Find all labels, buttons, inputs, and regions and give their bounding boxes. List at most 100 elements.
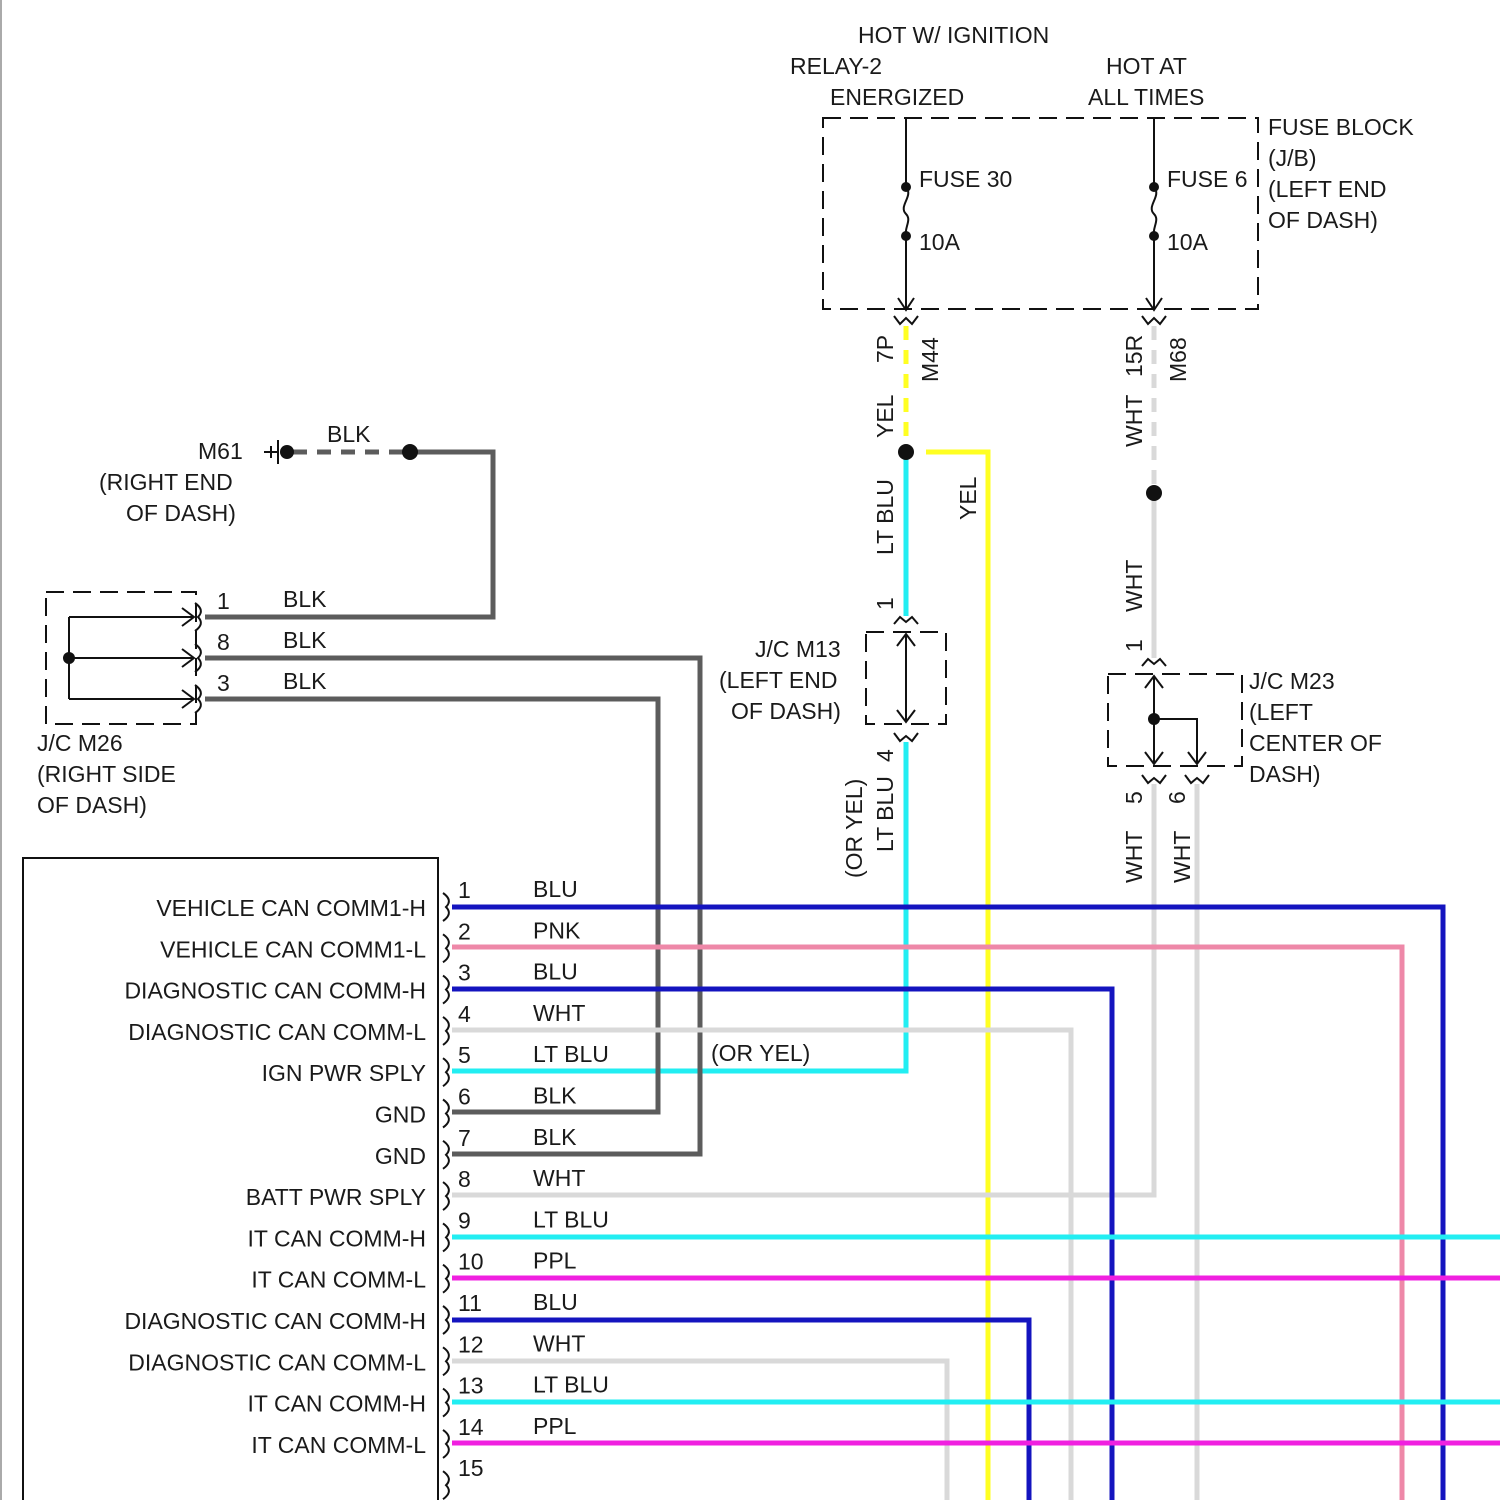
pin-function-label: VEHICLE CAN COMM1-L <box>160 936 426 962</box>
pin-wire-color: PPL <box>533 1248 577 1274</box>
jc-m26-wire-1: BLK <box>283 586 327 612</box>
pin-connector-mark <box>443 1141 449 1169</box>
wire-label-wht-6: WHT <box>1169 831 1195 883</box>
jc-m26-pin-1: 1 <box>217 588 230 614</box>
pin-connector-mark <box>443 1223 449 1251</box>
jc-m23-label-2: (LEFT <box>1249 699 1313 725</box>
pin-connector-mark <box>443 934 449 962</box>
jc-m13: 1 4 J/C M13 (LEFT END OF DASH) <box>719 597 946 762</box>
module-pin-9: 9IT CAN COMM-HLT BLU <box>248 1206 609 1251</box>
wire-pin-12 <box>452 1361 947 1500</box>
pin-function-label: DIAGNOSTIC CAN COMM-L <box>128 1349 426 1375</box>
jc-m13-pin-in: 1 <box>872 597 898 610</box>
jc-m26-wire-3: BLK <box>283 668 327 694</box>
fuse-30-rating: 10A <box>919 229 961 255</box>
jc-m23-pin-6: 6 <box>1164 791 1190 804</box>
connector-15r-chevron <box>1142 316 1166 324</box>
pin-function-label: IT CAN COMM-L <box>251 1432 426 1458</box>
jc-m26-pin-8: 8 <box>217 629 230 655</box>
pin-number: 14 <box>458 1414 484 1440</box>
pin-connector-mark <box>443 1389 449 1417</box>
pin-wire-color: LT BLU <box>533 1041 609 1067</box>
pin-function-label: IGN PWR SPLY <box>262 1060 426 1086</box>
jc-m26-pin-3: 3 <box>217 670 230 696</box>
jc-m13-label-3: OF DASH) <box>731 698 841 724</box>
or-yel-note: (OR YEL) <box>711 1040 810 1066</box>
pin-number: 11 <box>458 1290 482 1316</box>
connector-m44-label: M44 <box>917 337 943 382</box>
hot-all-label-1: HOT AT <box>1106 53 1187 79</box>
pin-wire-color: PNK <box>533 917 581 943</box>
pin-connector-mark <box>443 1017 449 1045</box>
wire-label-wht-top: WHT <box>1121 395 1147 447</box>
connector-15r-label: 15R <box>1121 335 1147 377</box>
fuse-block-label-4: OF DASH) <box>1268 207 1378 233</box>
pin-function-label: BATT PWR SPLY <box>246 1184 426 1210</box>
jc-m23-label-3: CENTER OF <box>1249 730 1382 756</box>
pin-function-label: GND <box>375 1102 426 1128</box>
jc-m26-label-1: J/C M26 <box>37 730 123 756</box>
pin-number: 5 <box>458 1042 471 1068</box>
pin-function-label: DIAGNOSTIC CAN COMM-H <box>124 1308 426 1334</box>
pin-connector-mark <box>443 1100 449 1128</box>
module-pin-2: 2VEHICLE CAN COMM1-L PNK <box>160 917 581 962</box>
connector-m68-label: M68 <box>1165 337 1191 382</box>
splice-gnd <box>402 444 418 460</box>
pin-number: 9 <box>458 1207 471 1233</box>
pin-connector-mark <box>443 1471 449 1499</box>
pin-number: 15 <box>458 1455 484 1481</box>
pin-function-label: DIAGNOSTIC CAN COMM-H <box>124 978 426 1004</box>
jc-m26-label-3: OF DASH) <box>37 792 147 818</box>
jc-m23-pin-in: 1 <box>1121 639 1147 652</box>
fuse-block-label-2: (J/B) <box>1268 145 1317 171</box>
jc-m13-label-2: (LEFT END <box>719 667 837 693</box>
pin-connector-mark <box>443 976 449 1004</box>
jc-m23-pin-5: 5 <box>1121 791 1147 804</box>
pin-number: 6 <box>458 1084 471 1110</box>
jc-m26-label-2: (RIGHT SIDE <box>37 761 176 787</box>
fuse-6-label: FUSE 6 <box>1167 166 1248 192</box>
pin-number: 10 <box>458 1249 484 1275</box>
hot-ign-label-3: ENERGIZED <box>830 84 964 110</box>
pin-connector-mark <box>443 1265 449 1293</box>
wire-label-or-yel: (OR YEL) <box>841 779 867 878</box>
pin-wire-color: WHT <box>533 1165 585 1191</box>
pin-connector-mark <box>443 1430 449 1458</box>
pin-connector-mark <box>443 1347 449 1375</box>
fuse-30: FUSE 30 10A <box>898 118 1012 310</box>
jc-m26-wire-8: BLK <box>283 627 327 653</box>
jc-m23-label-1: J/C M23 <box>1249 668 1335 694</box>
fuse-block-label-3: (LEFT END <box>1268 176 1386 202</box>
ground-id: M61 <box>198 438 243 464</box>
fuse-6: FUSE 6 10A <box>1146 118 1248 310</box>
fuse-block-outline <box>823 118 1258 309</box>
pin-wire-color: BLK <box>533 1124 577 1150</box>
ground-location-1: (RIGHT END <box>99 469 233 495</box>
pin-wire-color: LT BLU <box>533 1372 609 1398</box>
pin-number: 8 <box>458 1166 471 1192</box>
ground-m61: M61 (RIGHT END OF DASH) BLK <box>99 421 371 526</box>
jc-m26: 1 8 3 BLK BLK BLK J/C M26 (RIGHT SIDE OF… <box>37 586 327 818</box>
module-pin-13: 13 IT CAN COMM-H LT BLU <box>248 1372 609 1417</box>
pin-number: 13 <box>458 1373 484 1399</box>
pin-number: 2 <box>458 918 471 944</box>
module-pin-10: 10 IT CAN COMM-L PPL <box>251 1248 576 1293</box>
pin-wire-color: BLU <box>533 1289 578 1315</box>
jc-m13-label-1: J/C M13 <box>755 636 841 662</box>
supply-labels: HOT W/ IGNITION RELAY-2 ENERGIZED HOT AT… <box>790 22 1204 110</box>
pin-number: 7 <box>458 1125 471 1151</box>
pin-wire-color: BLK <box>533 1083 577 1109</box>
fuse-block-label-1: FUSE BLOCK <box>1268 114 1414 140</box>
pin-function-label: IT CAN COMM-H <box>248 1391 426 1417</box>
fuse-30-label: FUSE 30 <box>919 166 1012 192</box>
pin-function-label: IT CAN COMM-L <box>251 1267 426 1293</box>
